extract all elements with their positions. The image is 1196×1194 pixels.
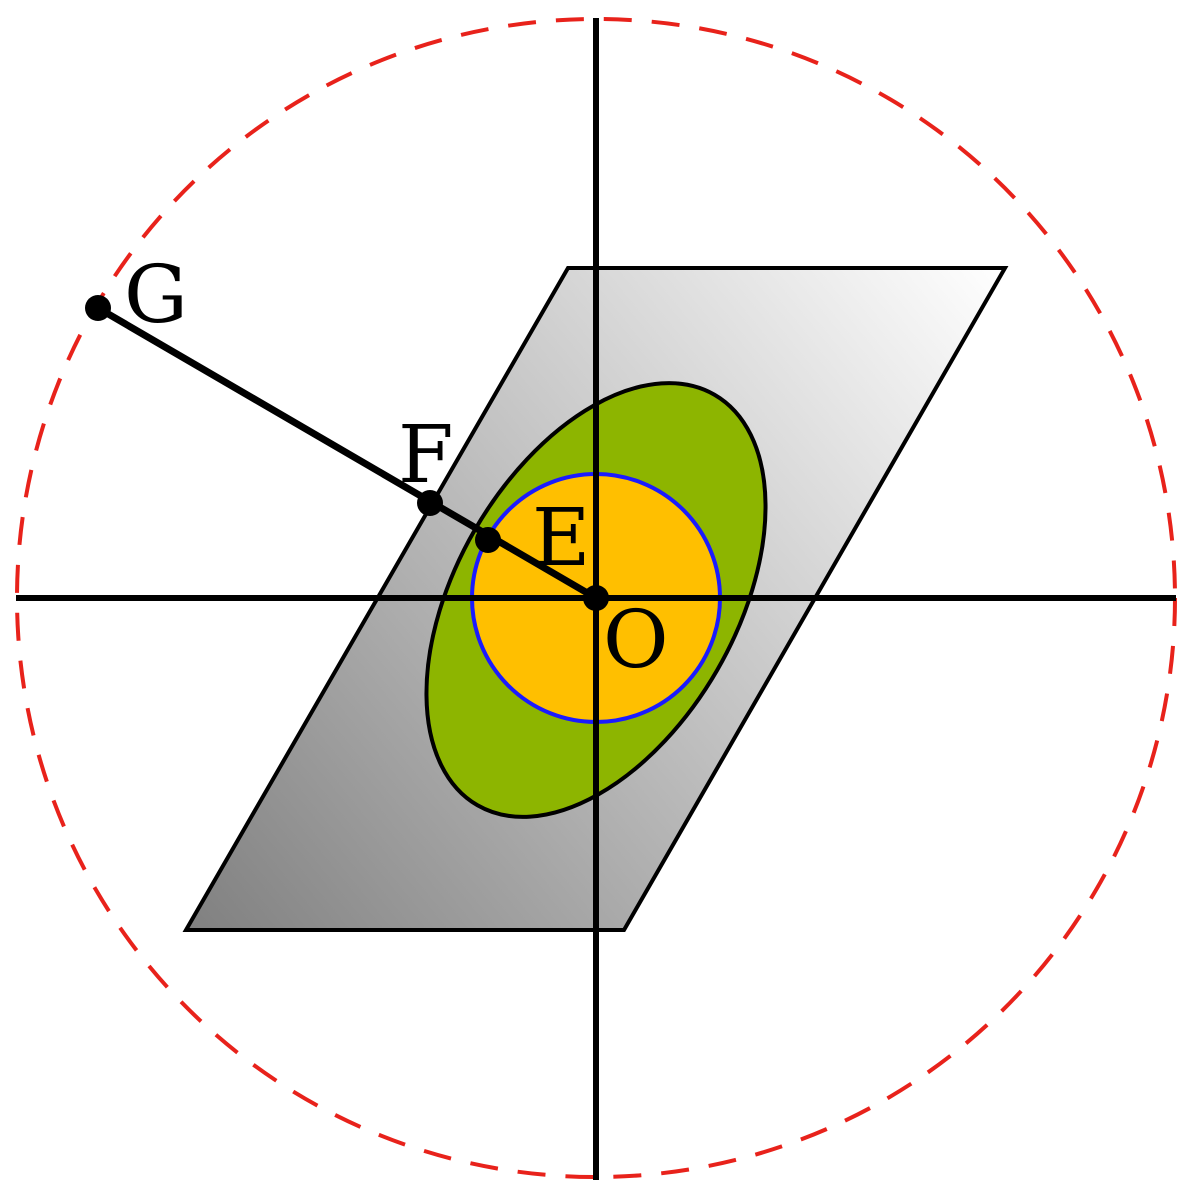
- point-f-marker: [417, 490, 443, 516]
- point-f-label: F: [398, 408, 454, 501]
- point-o-marker: [583, 585, 609, 611]
- point-e-marker: [475, 527, 501, 553]
- point-g-label: G: [124, 248, 188, 341]
- segment-g-o: [96, 304, 598, 602]
- point-o-label: O: [603, 593, 669, 686]
- point-e-label: E: [532, 491, 590, 584]
- point-g-marker: [85, 295, 111, 321]
